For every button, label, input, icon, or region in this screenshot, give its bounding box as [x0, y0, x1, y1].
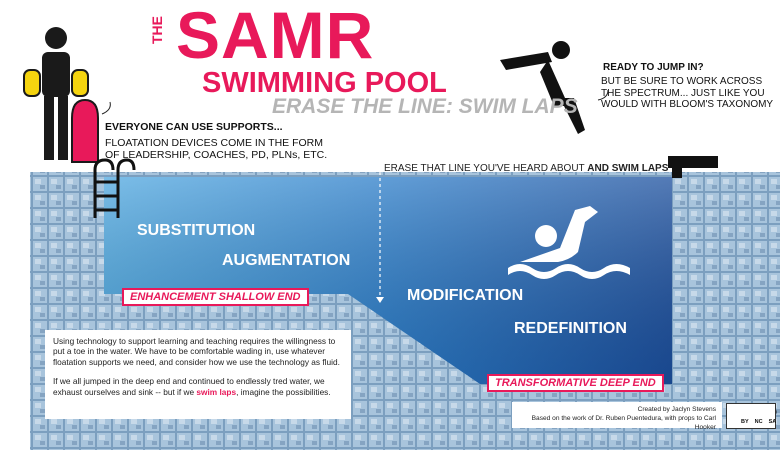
- license-sa: SA: [768, 419, 777, 425]
- jump-heading: READY TO JUMP IN?: [603, 62, 704, 73]
- person-with-floaties-icon: [23, 27, 89, 160]
- license-by: BY: [741, 419, 749, 425]
- deep-end-label: TRANSFORMATIVE DEEP END: [487, 374, 664, 392]
- info-p2-highlight: swim laps: [196, 386, 237, 397]
- erase-note: ERASE THAT LINE YOU'VE HEARD ABOUT AND S…: [384, 163, 668, 174]
- diving-board-icon: [668, 156, 718, 168]
- credit-line-2: Based on the work of Dr. Ruben Puentedur…: [531, 415, 716, 431]
- tagline: ERASE THE LINE: SWIM LAPS: [272, 95, 578, 118]
- level-augmentation: AUGMENTATION: [222, 252, 351, 269]
- credit-line-1: Created by Jaclyn Stevens: [637, 406, 716, 413]
- title-the: THE: [149, 16, 165, 44]
- info-p2-start: If we all jumped in the deep end and con…: [53, 376, 325, 397]
- jump-body: BUT BE SURE TO WORK ACROSS THE SPECTRUM.…: [601, 76, 774, 110]
- shallow-end-label: ENHANCEMENT SHALLOW END: [122, 288, 309, 306]
- page-title: SAMR: [176, 0, 375, 72]
- info-p2-end: , imagine the possibilities.: [236, 386, 331, 397]
- level-substitution: SUBSTITUTION: [137, 222, 256, 239]
- erase-note-emphasis: AND SWIM LAPS: [587, 163, 669, 174]
- kickboard-icon: [71, 98, 99, 163]
- diver-icon: [500, 41, 585, 134]
- license-nc: NC: [754, 419, 763, 425]
- level-redefinition: REDEFINITION: [514, 320, 627, 337]
- supports-body: FLOATATION DEVICES COME IN THE FORM OF L…: [105, 137, 328, 161]
- pool-ladder-icon: [93, 158, 136, 218]
- page-subtitle: SWIMMING POOL: [202, 67, 447, 99]
- info-paragraph-1: Using technology to support learning and…: [53, 336, 340, 367]
- license-badge[interactable]: BY NC SA: [726, 403, 776, 429]
- info-box: Using technology to support learning and…: [45, 330, 351, 419]
- level-modification: MODIFICATION: [407, 287, 524, 304]
- swimmer-icon: [508, 206, 630, 279]
- info-paragraph-2: If we all jumped in the deep end and con…: [53, 376, 343, 397]
- credits: Created by Jaclyn Stevens Based on the w…: [512, 402, 722, 431]
- supports-heading: EVERYONE CAN USE SUPPORTS...: [105, 121, 283, 133]
- erase-note-prefix: ERASE THAT LINE YOU'VE HEARD ABOUT: [384, 163, 588, 174]
